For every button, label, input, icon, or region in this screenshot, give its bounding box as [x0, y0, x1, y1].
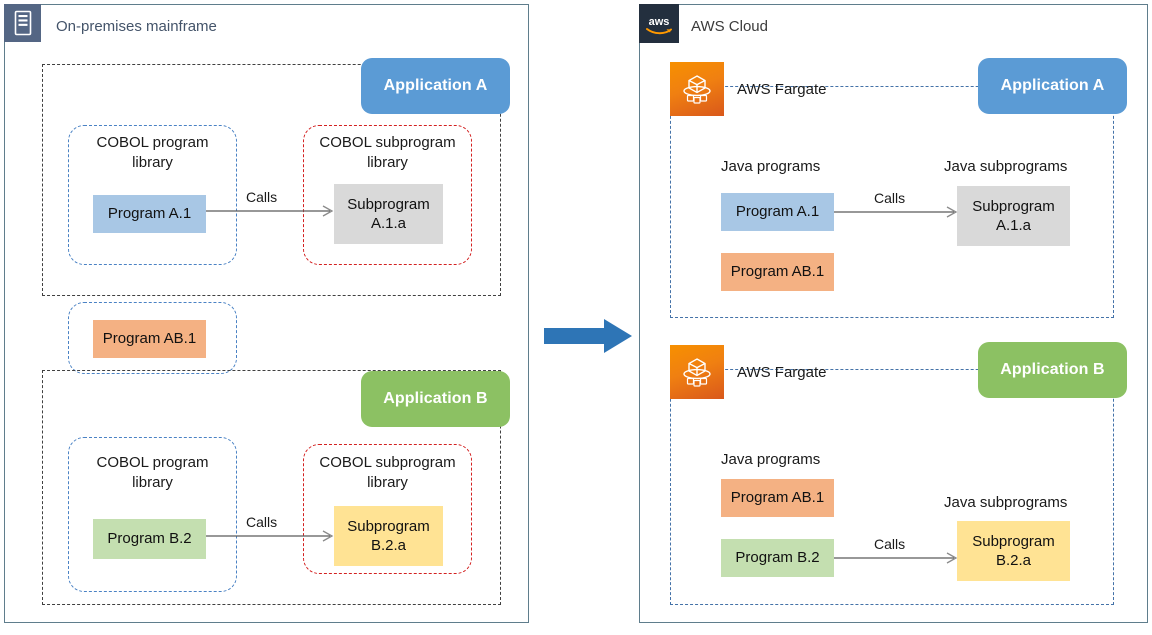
- subprogram-block-a1a: Subprogram A.1.a: [334, 184, 443, 244]
- cobol-program-library-b: [68, 437, 237, 592]
- calls-arrow-a: [206, 205, 334, 217]
- svg-text:aws: aws: [649, 16, 670, 28]
- java-subprogram-block-a1a: Subprogram A.1.a: [957, 186, 1070, 246]
- shared-program-library: [68, 302, 237, 374]
- calls-label-fargate-b: Calls: [874, 536, 906, 552]
- java-subprograms-caption-b: Java subprograms: [944, 494, 1068, 511]
- cobol-subprogram-library-b-title: COBOL subprogram library: [319, 454, 456, 491]
- program-block-b2: Program B.2: [93, 519, 206, 559]
- cobol-subprogram-library-b: [303, 444, 472, 574]
- aws-fargate-label-b: AWS Fargate: [737, 364, 827, 381]
- java-program-block-ab1-b: Program AB.1: [721, 479, 834, 517]
- program-block-a1: Program A.1: [93, 195, 206, 233]
- java-programs-caption-b: Java programs: [721, 451, 821, 468]
- java-programs-caption-a: Java programs: [721, 158, 821, 175]
- calls-label-fargate-a: Calls: [874, 190, 906, 206]
- aws-logo-icon: aws: [639, 4, 679, 43]
- cobol-program-library-a-title: COBOL program library: [96, 134, 209, 171]
- java-subprograms-caption-a: Java subprograms: [944, 158, 1068, 175]
- aws-fargate-label-a: AWS Fargate: [737, 81, 827, 98]
- on-premises-title: On-premises mainframe: [56, 18, 217, 35]
- calls-arrow-b: [206, 530, 334, 542]
- cobol-program-library-b-title: COBOL program library: [96, 454, 209, 491]
- calls-arrow-fargate-b: [834, 552, 958, 564]
- application-b-boundary: [42, 370, 501, 605]
- java-program-block-a1: Program A.1: [721, 193, 834, 231]
- aws-fargate-icon-b: [670, 345, 724, 399]
- program-block-ab1-onprem: Program AB.1: [93, 320, 206, 358]
- fargate-b-application-badge: Application B: [978, 342, 1127, 398]
- java-subprogram-block-b2a: Subprogram B.2.a: [957, 521, 1070, 581]
- migration-arrow-icon: [544, 319, 632, 353]
- cobol-subprogram-library-a-title: COBOL subprogram library: [319, 134, 456, 171]
- calls-label-b: Calls: [246, 514, 278, 530]
- calls-label-a: Calls: [246, 189, 278, 205]
- calls-arrow-fargate-a: [834, 206, 958, 218]
- subprogram-block-b2a: Subprogram B.2.a: [334, 506, 443, 566]
- aws-cloud-title: AWS Cloud: [691, 18, 768, 35]
- fargate-b-boundary: [670, 369, 1114, 605]
- java-program-block-ab1-a: Program AB.1: [721, 253, 834, 291]
- cobol-program-library-a: [68, 125, 237, 265]
- aws-fargate-icon-a: [670, 62, 724, 116]
- fargate-a-application-badge: Application A: [978, 58, 1127, 114]
- fargate-a-boundary: [670, 86, 1114, 318]
- cobol-subprogram-library-a: [303, 125, 472, 265]
- application-a-badge: Application A: [361, 58, 510, 114]
- application-b-badge: Application B: [361, 371, 510, 427]
- application-a-boundary: [42, 64, 501, 296]
- java-program-block-b2: Program B.2: [721, 539, 834, 577]
- mainframe-server-icon: [4, 4, 41, 42]
